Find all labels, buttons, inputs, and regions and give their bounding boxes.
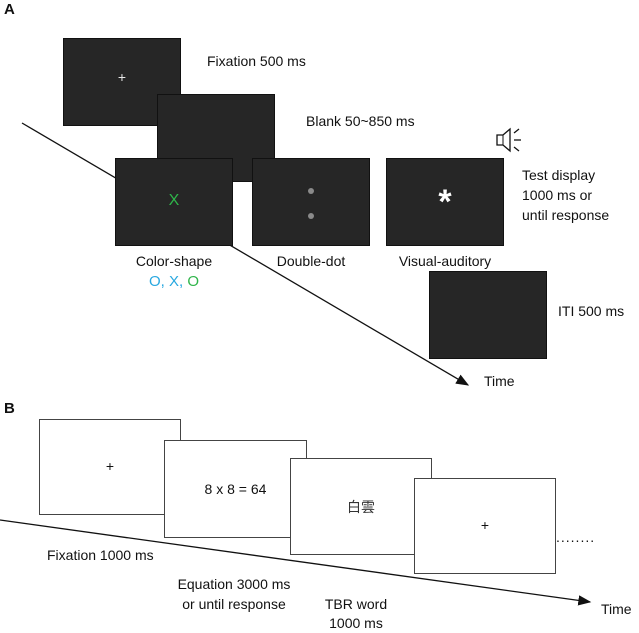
example-x-blue: X, xyxy=(168,273,184,290)
fixation-screen-b: + xyxy=(39,419,181,515)
fixation-cross: + xyxy=(117,69,127,85)
time-label-a: Time xyxy=(484,373,515,389)
double-dot-screen xyxy=(252,158,370,246)
equation-caption-line2: or until response xyxy=(182,596,286,612)
example-o-green: O xyxy=(187,273,200,290)
timeline-a-line xyxy=(21,122,470,386)
fixation-caption-b: Fixation 1000 ms xyxy=(47,547,154,563)
color-shape-examples: O, X, O xyxy=(115,272,233,291)
fixation-caption-a: Fixation 500 ms xyxy=(207,53,306,69)
time-label-b: Time xyxy=(601,601,632,617)
double-dot-caption: Double-dot xyxy=(276,253,346,269)
ellipsis: ........ xyxy=(556,529,596,545)
test-display-line1: Test display xyxy=(522,167,596,183)
panel-a-label: A xyxy=(4,1,15,18)
iti-screen xyxy=(429,271,547,359)
panel-b-label: B xyxy=(4,400,15,417)
blank-caption: Blank 50~850 ms xyxy=(306,113,415,129)
test-display-line2: 1000 ms or xyxy=(522,187,593,203)
fixation-cross-b: + xyxy=(105,458,115,474)
color-shape-screen: X xyxy=(115,158,233,246)
final-fixation-screen: + xyxy=(414,478,556,574)
speaker-icon xyxy=(496,127,521,153)
final-fixation-cross: + xyxy=(480,517,490,533)
asterisk-symbol: * xyxy=(438,183,452,221)
tbr-word-text: 白雲 xyxy=(347,499,375,515)
visual-auditory-screen: * xyxy=(386,158,504,246)
dot-upper xyxy=(308,188,314,194)
equation-text: 8 x 8 = 64 xyxy=(204,481,267,497)
timeline-b-line xyxy=(0,519,592,606)
equation-caption-line1: Equation 3000 ms xyxy=(177,576,291,592)
example-o-blue: O, xyxy=(148,273,165,290)
visual-auditory-caption: Visual-auditory xyxy=(398,253,492,269)
dot-lower xyxy=(308,213,314,219)
equation-screen: 8 x 8 = 64 xyxy=(164,440,307,538)
color-shape-symbol: X xyxy=(168,192,180,209)
tbr-caption-line2: 1000 ms xyxy=(329,615,383,631)
iti-caption: ITI 500 ms xyxy=(558,303,625,319)
color-shape-caption: Color-shape xyxy=(135,253,213,269)
tbr-caption-line1: TBR word xyxy=(324,596,388,612)
test-display-line3: until response xyxy=(522,207,610,223)
tbr-word-screen: 白雲 xyxy=(290,458,432,555)
